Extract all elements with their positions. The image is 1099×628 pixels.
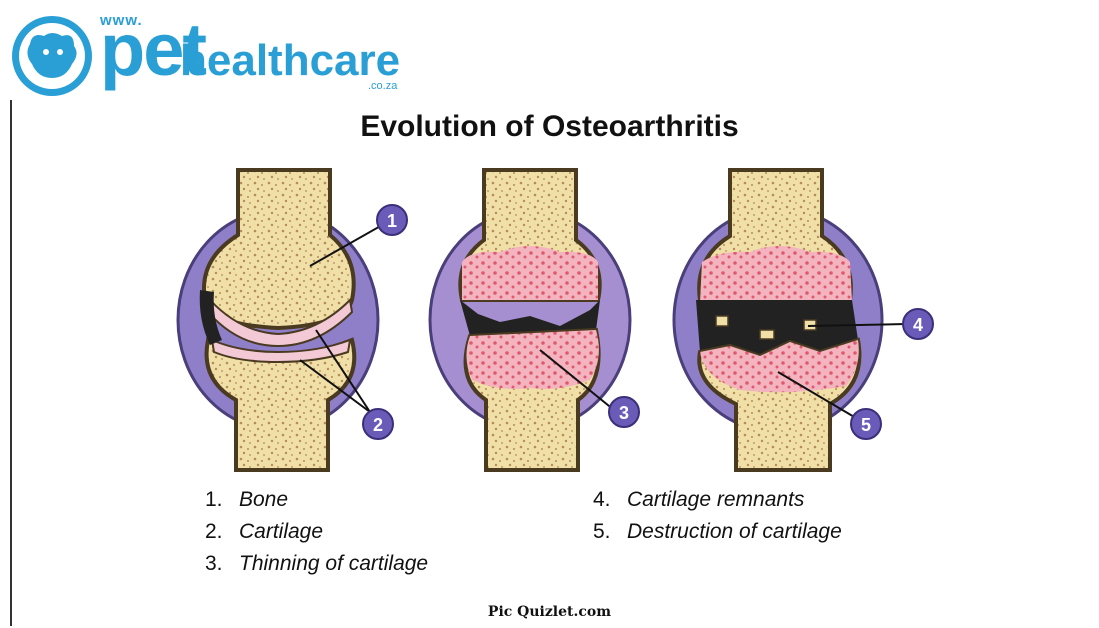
legend-label: Thinning of cartilage <box>239 552 428 575</box>
joint-healthy <box>178 170 378 470</box>
legend-number: 3. <box>205 548 239 580</box>
legend-label: Cartilage remnants <box>627 488 804 511</box>
legend-item-4: 4.Cartilage remnants <box>593 484 842 516</box>
marker-2: 2 <box>363 409 393 439</box>
marker-1: 1 <box>377 205 407 235</box>
legend-number: 4. <box>593 484 627 516</box>
legend-number: 1. <box>205 484 239 516</box>
legend-item-3: 3.Thinning of cartilage <box>205 548 428 580</box>
logo-domain: .co.za <box>368 80 397 92</box>
diagram-title: Evolution of Osteoarthritis <box>0 110 1099 144</box>
image-credit: Pic Quizlet.com <box>0 604 1099 620</box>
pet-logo-icon <box>10 14 94 98</box>
legend-number: 2. <box>205 516 239 548</box>
lower-inflamed-bone <box>466 330 598 389</box>
cartilage-remnant <box>760 330 774 339</box>
legend-item-5: 5.Destruction of cartilage <box>593 516 842 548</box>
osteoarthritis-diagram: 1 2 3 4 5 <box>0 160 1099 480</box>
legend-number: 5. <box>593 516 627 548</box>
legend-item-2: 2.Cartilage <box>205 516 428 548</box>
logo-healthcare: healthcare <box>180 36 400 86</box>
svg-text:1: 1 <box>387 211 397 231</box>
legend-left: 1.Bone 2.Cartilage 3.Thinning of cartila… <box>205 484 428 580</box>
marker-3: 3 <box>609 397 639 427</box>
marker-4: 4 <box>903 309 933 339</box>
upper-inflamed-bone <box>462 246 598 300</box>
upper-inflamed-bone <box>700 246 852 302</box>
svg-text:2: 2 <box>373 415 383 435</box>
legend-label: Cartilage <box>239 520 323 543</box>
legend-label: Destruction of cartilage <box>627 520 842 543</box>
cartilage-remnant <box>716 316 728 326</box>
upper-bone <box>204 170 354 328</box>
marker-5: 5 <box>851 409 881 439</box>
legend-right: 4.Cartilage remnants 5.Destruction of ca… <box>593 484 842 548</box>
svg-text:3: 3 <box>619 403 629 423</box>
svg-text:4: 4 <box>913 315 923 335</box>
legend-label: Bone <box>239 488 288 511</box>
joint-thinning <box>430 170 630 470</box>
svg-text:5: 5 <box>861 415 871 435</box>
site-header: www. pet healthcare .co.za <box>0 0 1099 100</box>
legend-item-1: 1.Bone <box>205 484 428 516</box>
